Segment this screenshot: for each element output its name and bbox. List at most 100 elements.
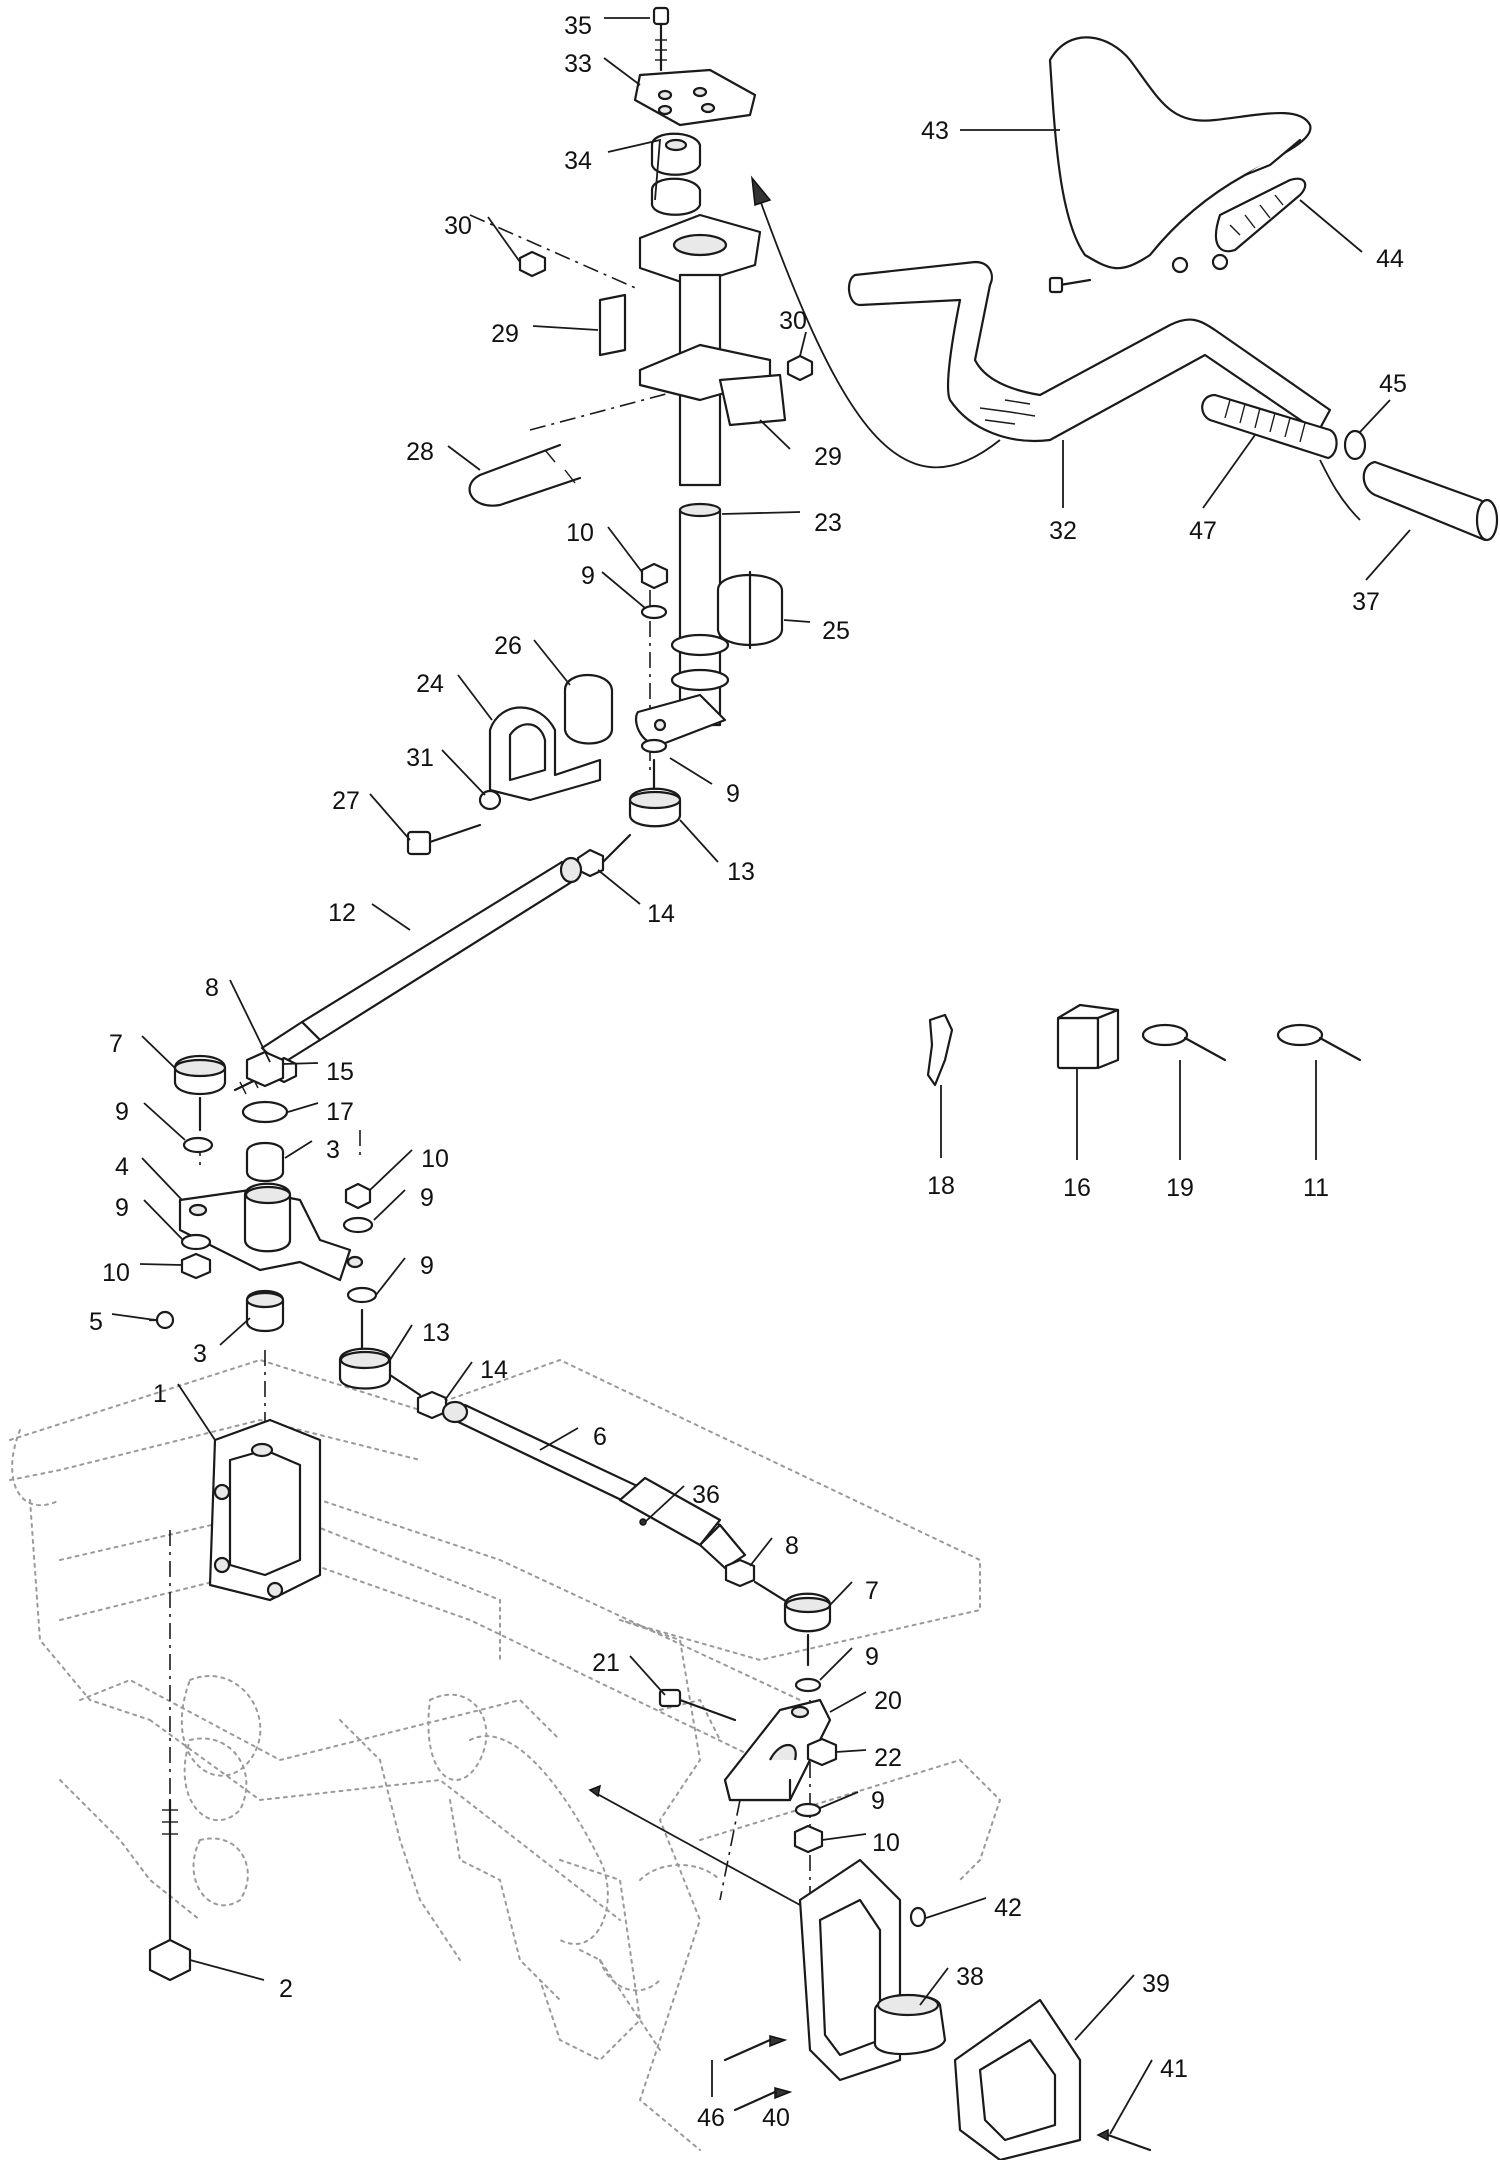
- callout-leader-29: [759, 419, 791, 450]
- callout-26: 26: [494, 632, 522, 660]
- callout-leader-44: [1299, 199, 1363, 253]
- callout-35: 35: [564, 12, 592, 40]
- callout-10: 10: [566, 519, 594, 547]
- callout-leader-8: [229, 979, 271, 1063]
- callout-leader-37: [1365, 529, 1411, 581]
- callout-9: 9: [581, 562, 595, 590]
- callout-11: 11: [1303, 1174, 1329, 1202]
- callout-29: 29: [491, 320, 519, 348]
- callout-23: 23: [814, 509, 842, 537]
- callout-13: 13: [727, 858, 755, 886]
- callout-leader-5: [111, 1313, 156, 1321]
- callout-40: 40: [762, 2104, 790, 2132]
- callout-leader-36: [644, 1485, 685, 1523]
- callout-2: 2: [279, 1975, 293, 2003]
- callout-13: 13: [422, 1319, 450, 1347]
- callout-leader-2: [189, 1959, 265, 1981]
- callout-10: 10: [102, 1259, 130, 1287]
- callout-9: 9: [420, 1184, 434, 1212]
- callout-44: 44: [1376, 245, 1404, 273]
- callout-leader-7: [829, 1581, 853, 1606]
- callout-30: 30: [779, 307, 807, 335]
- callout-6: 6: [593, 1423, 607, 1451]
- callout-leader-33: [603, 57, 641, 86]
- callout-leader-25: [783, 619, 811, 623]
- callout-leader-47: [1202, 434, 1256, 509]
- callout-5: 5: [89, 1308, 103, 1336]
- tie-rod-upper: [233, 856, 583, 1095]
- callout-30: 30: [444, 212, 472, 240]
- callout-leader-3: [219, 1317, 251, 1346]
- callout-1: 1: [153, 1380, 167, 1408]
- handlebar-assembly: [750, 36, 1499, 542]
- callout-34: 34: [564, 147, 592, 175]
- callout-leader-3: [284, 1140, 313, 1159]
- callout-leader-41: [1109, 2059, 1153, 2135]
- callout-25: 25: [822, 617, 850, 645]
- callout-7: 7: [109, 1030, 123, 1058]
- callout-leader-28: [447, 445, 481, 471]
- callout-21: 21: [592, 1649, 620, 1677]
- callout-41: 41: [1160, 2055, 1188, 2083]
- callout-leader-10: [607, 526, 643, 573]
- callout-leader-24: [457, 674, 493, 721]
- callout-45: 45: [1379, 370, 1407, 398]
- callout-leader-31: [441, 749, 486, 796]
- callout-leader-12: [371, 903, 411, 931]
- callout-14: 14: [647, 900, 675, 928]
- callout-leader-30: [487, 216, 521, 263]
- callout-leader-34: [607, 138, 661, 201]
- callout-17: 17: [326, 1098, 354, 1126]
- callout-leader-26: [533, 639, 571, 686]
- callout-leader-13: [389, 1324, 413, 1361]
- callout-leader-42: [925, 1897, 987, 1919]
- callout-leader-10: [821, 1833, 867, 1841]
- callout-29: 29: [814, 443, 842, 471]
- callout-leader-45: [1359, 399, 1391, 433]
- callout-9: 9: [871, 1787, 885, 1815]
- callout-leader-7: [141, 1035, 176, 1069]
- callout-22: 22: [874, 1744, 902, 1772]
- callout-leader-4: [141, 1157, 183, 1201]
- callout-leader-9: [819, 1791, 859, 1809]
- callout-leader-23: [721, 511, 801, 515]
- callout-24: 24: [416, 670, 444, 698]
- callout-20: 20: [874, 1687, 902, 1715]
- callout-leader-6: [539, 1427, 579, 1451]
- steering-boot: [588, 1784, 1152, 2160]
- callout-leader-38: [919, 1967, 949, 2006]
- steering-bracket: [148, 1418, 322, 1982]
- callout-28: 28: [406, 438, 434, 466]
- callout-leader-15: [282, 1062, 319, 1065]
- callout-leader-27: [369, 793, 411, 841]
- callout-33: 33: [564, 50, 592, 78]
- callout-leader-14: [444, 1361, 473, 1401]
- callout-19: 19: [1166, 1174, 1194, 1202]
- callout-4: 4: [115, 1153, 129, 1181]
- pitman-arm-assembly: [148, 1050, 448, 1420]
- callout-43: 43: [921, 117, 949, 145]
- callout-46: 46: [697, 2104, 725, 2132]
- callout-leader-9: [375, 1257, 406, 1296]
- callout-39: 39: [1142, 1970, 1170, 1998]
- callout-3: 3: [193, 1340, 207, 1368]
- callout-leader-10: [369, 1149, 413, 1191]
- steering-column-upper: [406, 6, 814, 878]
- callout-10: 10: [872, 1829, 900, 1857]
- callout-leader-9: [143, 1102, 186, 1141]
- callout-47: 47: [1189, 517, 1217, 545]
- chassis-frame-outline: [9, 1358, 1002, 2151]
- callout-9: 9: [115, 1194, 129, 1222]
- callout-leader-8: [749, 1537, 773, 1567]
- callout-27: 27: [332, 787, 360, 815]
- callout-leader-9: [819, 1647, 853, 1681]
- callout-leader-29: [532, 325, 599, 331]
- callout-leader-17: [287, 1102, 319, 1113]
- callout-9: 9: [865, 1643, 879, 1671]
- callout-leader-10: [139, 1263, 183, 1266]
- callout-leader-20: [829, 1691, 867, 1713]
- callout-8: 8: [205, 974, 219, 1002]
- callout-31: 31: [406, 744, 434, 772]
